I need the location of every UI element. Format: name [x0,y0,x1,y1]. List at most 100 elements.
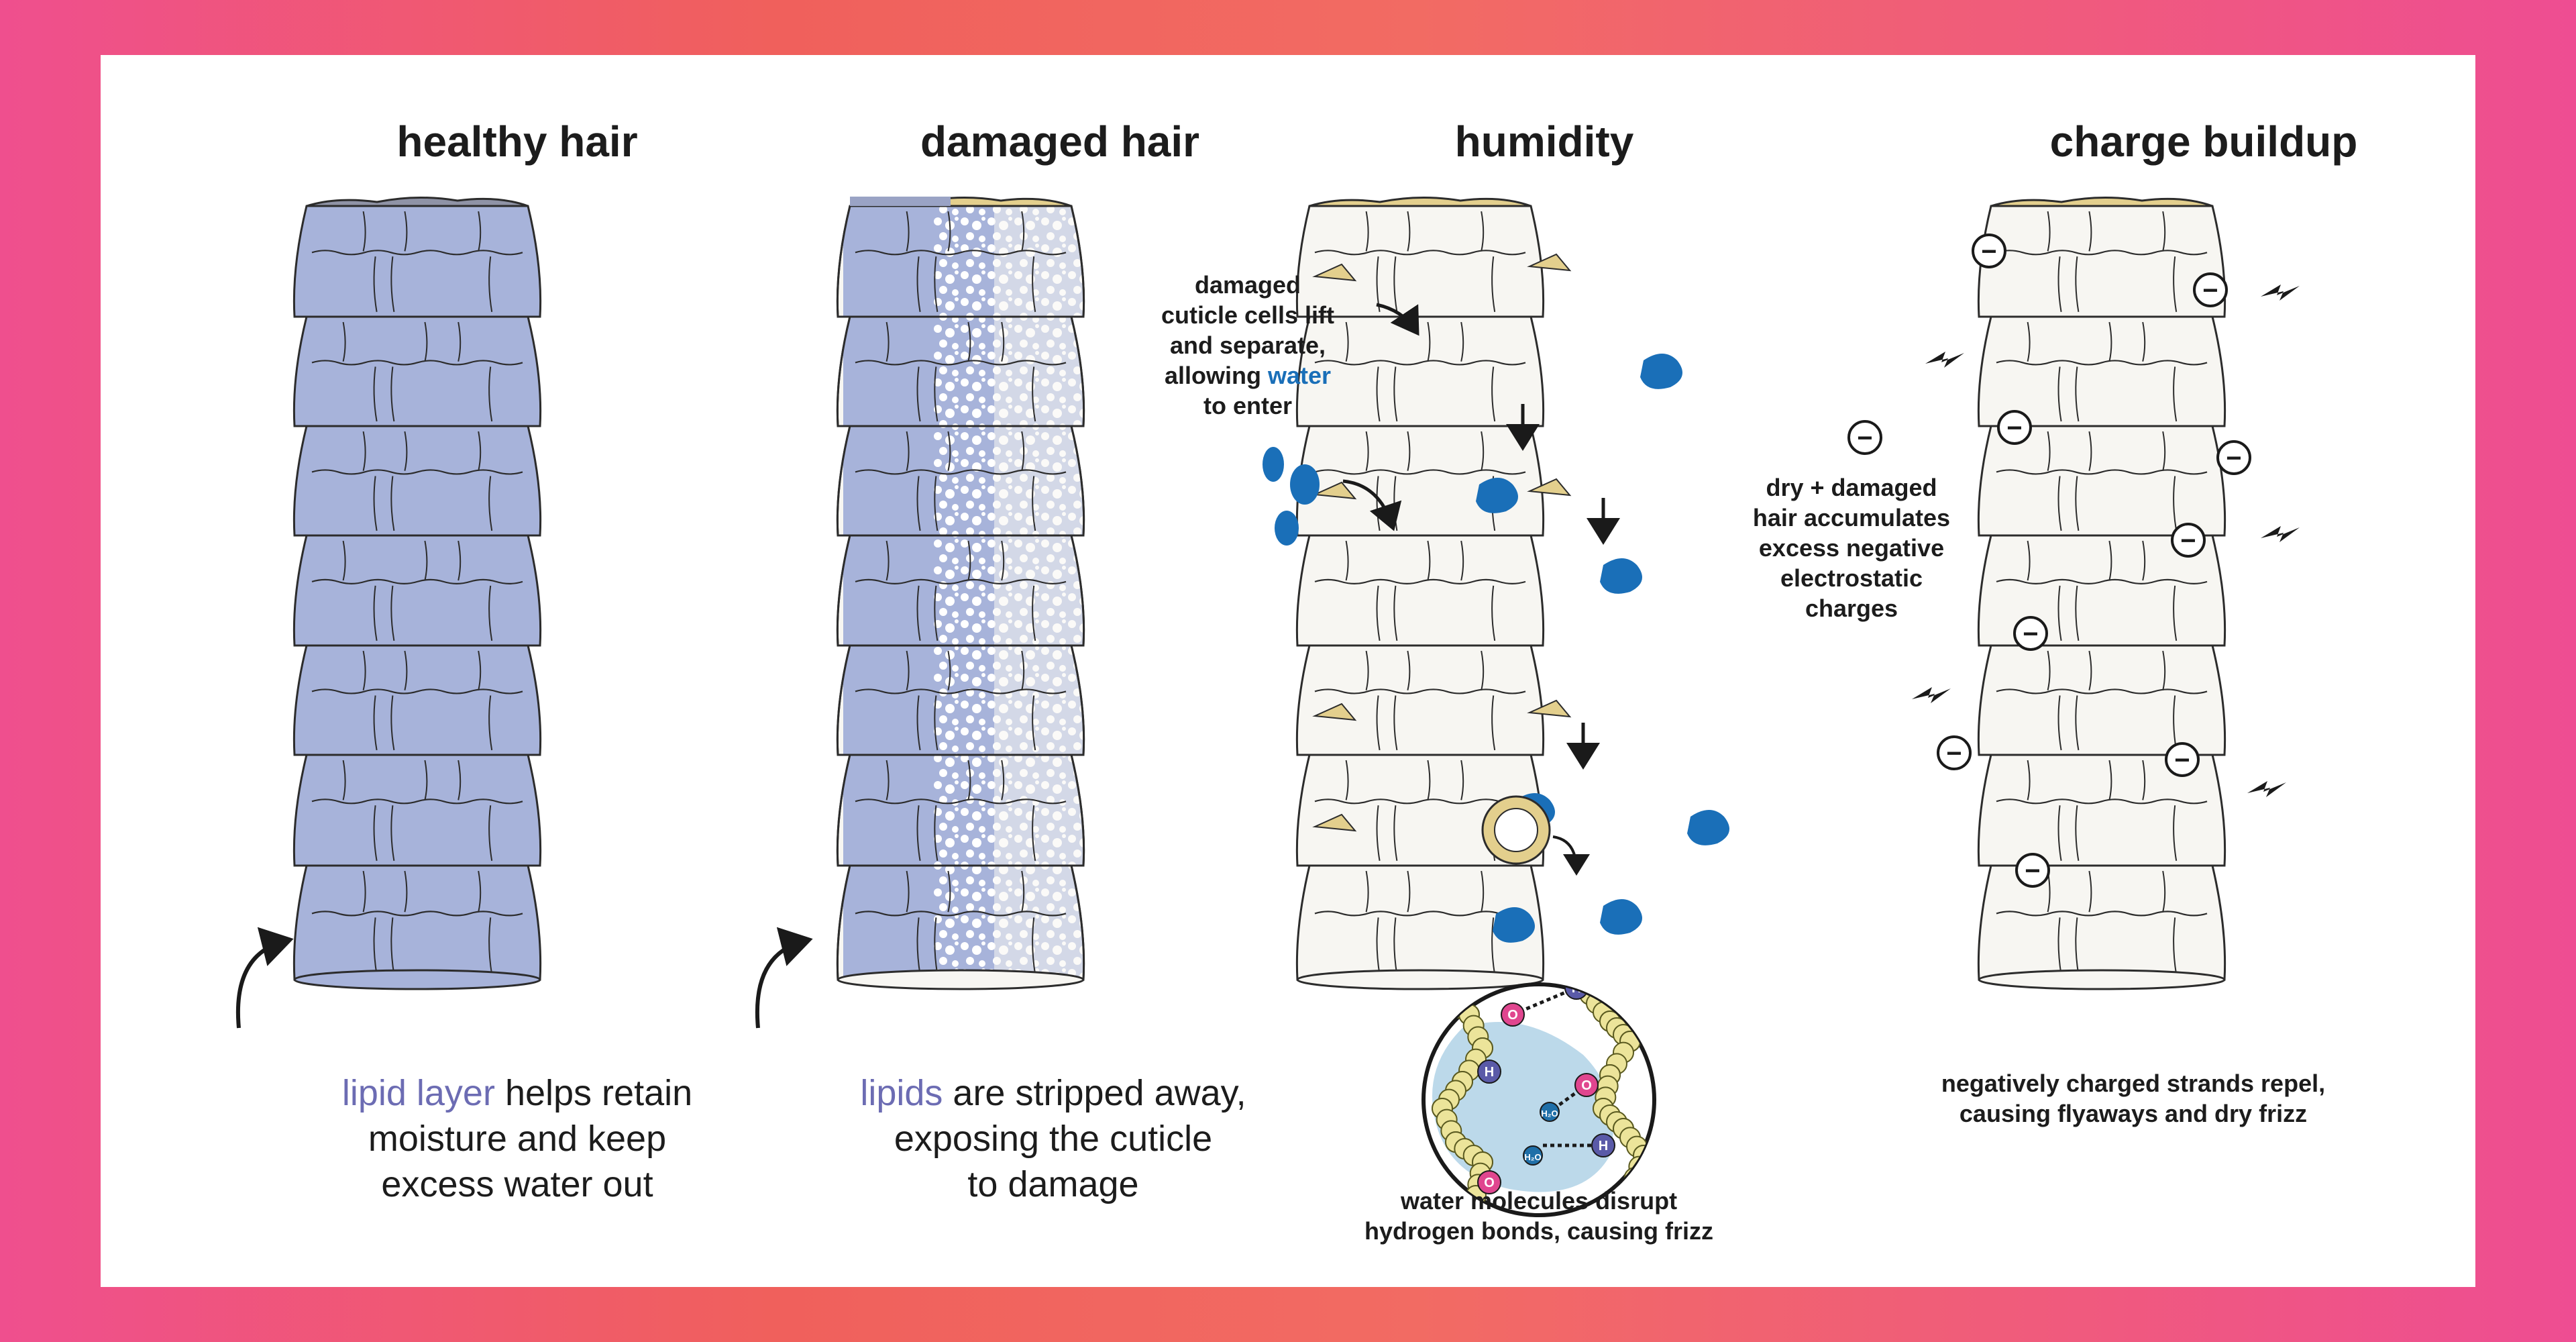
segment-outline [292,425,542,537]
negative-charge-icon [1937,735,1972,770]
annotation-charge: dry + damaged hair accumulates excess ne… [1737,472,1966,623]
cell-boundary [855,469,1067,475]
segment-outline [836,425,1085,537]
cell-boundary [311,360,523,366]
negative-charge-symbol: − [2174,745,2190,775]
cell-boundary [342,321,346,362]
oxygen-atom-label: O [1581,1078,1592,1093]
negative-charge-icon [2216,440,2251,475]
cell-boundary [2027,540,2031,581]
cell-boundary [1491,917,1496,975]
cell-boundary [311,250,523,256]
lipid-speckle [934,206,994,317]
strand-bottom [837,969,1085,990]
cell-boundary [1314,578,1526,584]
cell-boundary [373,366,378,422]
segment-outline [1295,754,1545,867]
oxygen-atom-label: O [1507,1008,1518,1023]
cell-boundary [1393,805,1398,861]
cell-boundary [855,360,1067,366]
cell-boundary [478,870,482,913]
cuticle-segment [1977,644,2226,756]
cell-boundary [390,476,395,531]
cuticle-segment [1977,425,2226,537]
cell-boundary [390,917,395,975]
caption-line-2: causing flyaways and dry frizz [1959,1100,2308,1127]
cell-boundary [2057,917,2062,975]
cell-boundary [1032,366,1036,422]
arrow-icon [1342,479,1402,531]
cell-boundary [916,695,921,751]
cell-boundary [1460,540,1464,581]
caption-damaged-hair: lipids are stripped away, exposing the c… [771,1070,1335,1207]
segment-outline [292,864,542,981]
annotation-line-1: damaged [1194,271,1301,299]
cell-boundary [373,585,378,641]
title-charge-buildup: charge buildup [2049,117,2358,166]
cell-boundary [916,366,921,422]
caption-healthy-hair: lipid layer helps retain moisture and ke… [266,1070,769,1207]
cell-boundary [947,431,951,471]
cuticle-segment [836,425,1085,537]
hydrogen-atom [1477,1060,1501,1084]
cell-boundary [488,695,493,751]
water-droplet-icon [1275,511,1299,546]
segment-outline [1295,205,1545,318]
cell-boundary [390,585,395,641]
cell-boundary [2142,540,2146,581]
cell-boundary [934,585,938,641]
annotation-line-1: dry + damaged [1766,474,1937,501]
cell-boundary [916,256,921,312]
lipid-remaining [843,646,937,755]
negative-charge-icon [1847,420,1882,455]
cell-boundary [906,650,910,690]
cell-boundary [1376,366,1381,422]
lipid-speckle-faint [991,755,1084,866]
cell-boundary [1376,805,1381,861]
cell-boundary [458,321,462,362]
cell-boundary [390,256,395,312]
segment-outline [1295,315,1545,427]
cell-boundary [1365,211,1369,252]
cell-boundary [885,760,890,801]
cell-boundary [967,540,971,581]
segment-outline [292,754,542,867]
cell-boundary [1021,211,1025,252]
caption-line-1-rest: helps retain [494,1073,693,1113]
segment-outline [292,315,542,427]
lipid-speckle-faint [991,535,1084,646]
cell-boundary [2088,650,2092,690]
annotation-humidity: damaged cuticle cells lift and separate,… [1147,270,1348,421]
cell-boundary [1996,250,2208,256]
cell-boundary [2057,585,2062,641]
water-molecule [1540,1102,1560,1122]
cell-boundary [2173,805,2178,861]
cell-boundary [1032,585,1036,641]
caption-line-2: hydrogen bonds, causing frizz [1364,1217,1714,1245]
cell-boundary [1001,760,1005,801]
cell-boundary [424,760,428,801]
annotation-line-2: hair accumulates [1752,504,1951,531]
cell-boundary [362,211,366,252]
cell-boundary [1021,431,1025,471]
cell-boundary [373,805,378,861]
cell-boundary [458,540,462,581]
annotation-line-2: cuticle cells lift [1161,301,1335,329]
cell-boundary [2173,256,2178,312]
cell-boundary [916,805,921,861]
cell-boundary [488,256,493,312]
cell-boundary [2162,650,2166,690]
lipid-speckle [934,646,994,755]
water-droplet-icon [1290,464,1320,505]
lipid-speckle [934,317,994,426]
cell-boundary [1393,917,1398,975]
lipid-speckle-faint [991,866,1084,980]
cuticle-segment [1295,315,1545,427]
cell-boundary [1345,321,1349,362]
segment-outline [836,754,1085,867]
cell-boundary [2075,805,2080,861]
strand-bottom [293,969,541,990]
segment-outline [1977,315,2226,427]
cell-boundary [2075,917,2080,975]
segment-outline [1977,205,2226,318]
